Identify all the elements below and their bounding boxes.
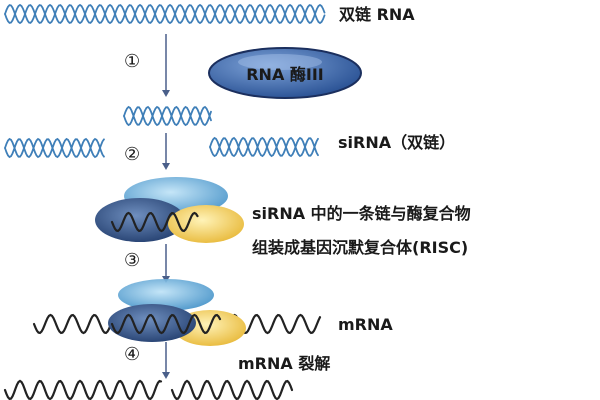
cleaved-mrna-fragment-right: [170, 379, 294, 400]
helix-strand-b: [209, 136, 319, 158]
sirna-helix-right: [209, 136, 319, 158]
complex-label-line2: 组装成基因沉默复合体(RISC): [252, 238, 468, 257]
cleaved-wave-right: [170, 379, 294, 400]
rnase-iii-enzyme: [208, 47, 362, 99]
step-2-number: ②: [124, 144, 140, 165]
cleaved-mrna-fragment-left: [3, 379, 163, 400]
arrow-step-3: [162, 244, 170, 283]
cleaved-wave-left: [3, 379, 163, 400]
mrna-label: mRNA: [338, 315, 393, 334]
mrna-wave-left: [32, 313, 115, 335]
risc-guide-strand: [110, 211, 199, 233]
sirna-helix-left: [4, 137, 105, 159]
complex-label-line1: siRNA 中的一条链与酶复合物: [252, 204, 471, 223]
helix-strand-b: [4, 137, 105, 159]
helix-strand-b: [4, 3, 326, 25]
helix-strand-b: [123, 105, 212, 127]
sirna-helix-center: [123, 105, 212, 127]
dsrna-helix: [4, 3, 326, 25]
guide-strand-wave: [110, 211, 199, 233]
arrow-step-4: [162, 342, 170, 379]
arrow-step-1: [162, 34, 170, 97]
step-3-number: ③: [124, 250, 140, 271]
helix-strand-a: [123, 105, 212, 127]
helix-strand-a: [209, 136, 319, 158]
sirna-label: siRNA（双链）: [338, 133, 455, 152]
helix-strand-a: [4, 137, 105, 159]
dsrna-label: 双链 RNA: [339, 5, 415, 24]
risc-assembly-complex: [95, 177, 244, 243]
mrna-strand-front: [110, 313, 222, 335]
enzyme-label: RNA 酶III: [246, 65, 324, 84]
arrow-step-2: [162, 133, 170, 170]
cleavage-label: mRNA 裂解: [238, 354, 330, 373]
risc-bound-complex: [108, 279, 246, 346]
mrna-wave-middle: [110, 313, 222, 335]
step-1-number: ①: [124, 51, 140, 72]
step-4-number: ④: [124, 344, 140, 365]
